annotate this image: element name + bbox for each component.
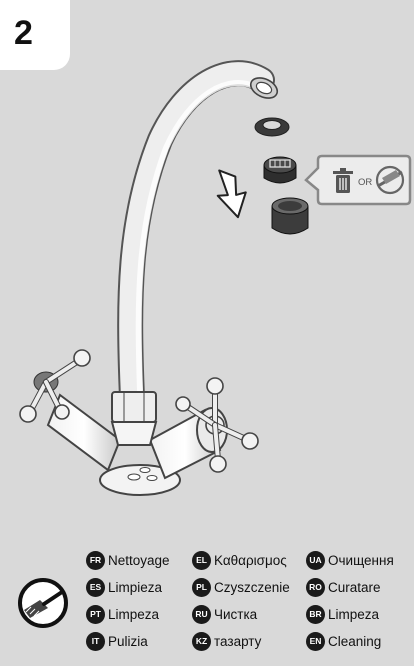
legend-item-en: EN Cleaning: [306, 629, 381, 653]
brush-icon: [377, 167, 403, 193]
language-badge: FR: [86, 551, 105, 570]
language-label: Очищення: [328, 553, 394, 568]
language-label: Καθαρισμος: [214, 553, 287, 568]
legend-item-ro: RO Curatare: [306, 575, 381, 599]
language-legend: FR Nettoyage ES Limpieza PT Limpeza IT P…: [0, 540, 414, 666]
language-badge: EN: [306, 632, 325, 651]
language-label: Чистка: [214, 607, 257, 622]
language-label: Curatare: [328, 580, 381, 595]
language-badge: EL: [192, 551, 211, 570]
faucet-body: [48, 392, 227, 495]
language-badge: PT: [86, 605, 105, 624]
language-badge: KZ: [192, 632, 211, 651]
legend-item-it: IT Pulizia: [86, 629, 148, 653]
aerator-insert: [264, 157, 296, 183]
legend-item-es: ES Limpieza: [86, 575, 162, 599]
language-badge: UA: [306, 551, 325, 570]
language-badge: ES: [86, 578, 105, 597]
language-label: Czyszczenie: [214, 580, 290, 595]
legend-item-pl: PL Czyszczenie: [192, 575, 290, 599]
aerator-housing: [272, 198, 308, 234]
language-label: Cleaning: [328, 634, 381, 649]
language-badge: BR: [306, 605, 325, 624]
legend-item-el: EL Καθαρισμος: [192, 548, 287, 572]
language-label: Pulizia: [108, 634, 148, 649]
language-badge: IT: [86, 632, 105, 651]
down-arrow-icon: [211, 165, 251, 221]
language-label: Limpeza: [328, 607, 379, 622]
legend-item-kz: KZ тазарту: [192, 629, 261, 653]
legend-item-br: BR Limpeza: [306, 602, 379, 626]
trash-bin-icon: [333, 168, 353, 193]
legend-item-ru: RU Чистка: [192, 602, 257, 626]
language-label: Limpieza: [108, 580, 162, 595]
language-badge: RO: [306, 578, 325, 597]
legend-item-fr: FR Nettoyage: [86, 548, 170, 572]
language-badge: RU: [192, 605, 211, 624]
language-label: тазарту: [214, 634, 261, 649]
language-label: Nettoyage: [108, 553, 170, 568]
language-badge: PL: [192, 578, 211, 597]
legend-item-pt: PT Limpeza: [86, 602, 159, 626]
washer-ring: [255, 118, 289, 136]
or-label: OR: [358, 177, 372, 188]
legend-item-ua: UA Очищення: [306, 548, 394, 572]
language-label: Limpeza: [108, 607, 159, 622]
